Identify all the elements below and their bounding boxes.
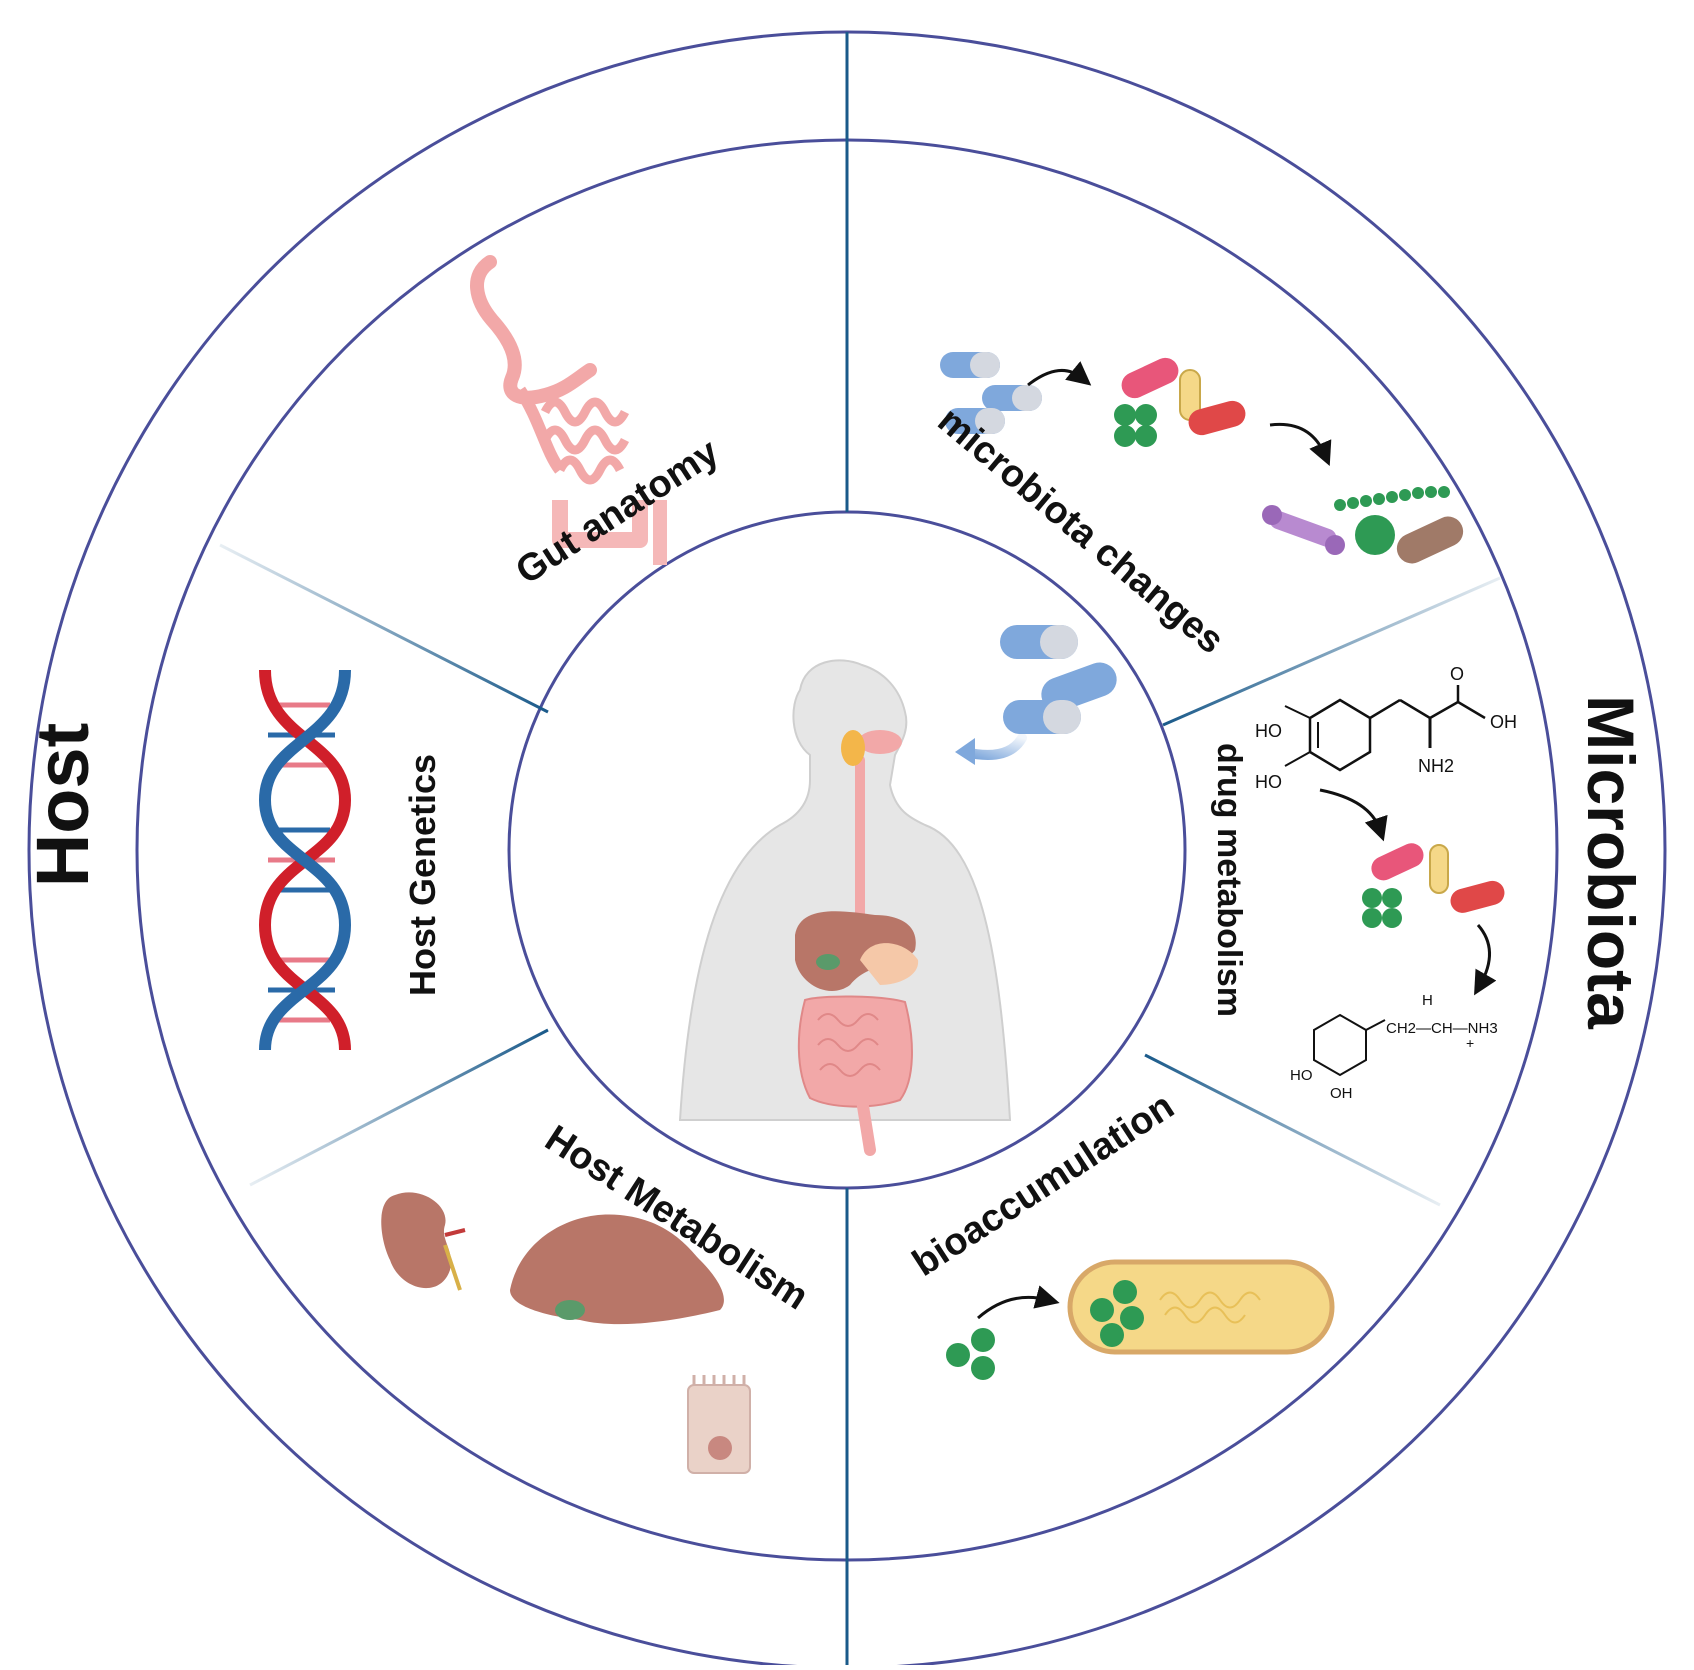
dopamine-oh: OH	[1330, 1085, 1353, 1102]
dna-icon	[258, 669, 352, 1051]
dopamine-ho: HO	[1290, 1067, 1313, 1084]
divider-upper-left	[219, 543, 549, 714]
arrow-icon	[1027, 361, 1092, 387]
bacteria-icon	[1362, 843, 1505, 928]
microbiota-label: Microbiota	[1574, 695, 1648, 1030]
microbiota-changes-label: microbiota changes	[930, 399, 1232, 662]
capsule-icon	[940, 352, 1042, 434]
liver-icon	[510, 1214, 724, 1325]
host-label: Host	[21, 723, 104, 887]
human-body-icon	[678, 659, 1012, 1156]
dopa-ho-top: HO	[1255, 721, 1282, 741]
cell-icon	[687, 1375, 751, 1474]
dopamine-structure: H CH2—CH—NH3 + HO OH	[1290, 992, 1498, 1102]
arrow-icon	[1474, 924, 1497, 996]
bacteria-icon	[1262, 486, 1464, 564]
dopa-structure: HO HO O OH NH2	[1255, 664, 1517, 792]
divider-lower-left	[249, 1028, 549, 1187]
dopa-ho-bottom: HO	[1255, 772, 1282, 792]
bacterial-cell-icon	[1067, 1259, 1335, 1355]
kidney-icon	[381, 1192, 466, 1291]
bacteria-icon	[946, 1328, 995, 1380]
arrow-icon	[1319, 788, 1388, 842]
drug-metabolism-label: drug metabolism	[1210, 743, 1248, 1017]
capsule-icon	[1000, 625, 1117, 734]
arrow-icon	[955, 738, 975, 765]
divider-upper-right	[1162, 576, 1501, 727]
host-genetics-label: Host Genetics	[402, 754, 443, 996]
bacteria-icon	[1114, 357, 1246, 447]
gut-icon	[470, 255, 667, 565]
arrow-icon	[977, 1285, 1060, 1320]
gut-anatomy-label: Gut anatomy	[509, 431, 727, 593]
dopa-nh2: NH2	[1418, 756, 1454, 776]
arrow-icon	[1269, 422, 1332, 467]
divider-lower-right	[1144, 1053, 1441, 1207]
dopamine-plus: +	[1466, 1035, 1474, 1051]
dopa-o: O	[1450, 664, 1464, 684]
dopamine-h: H	[1422, 992, 1433, 1009]
dopa-oh: OH	[1490, 712, 1517, 732]
dopamine-chain: CH2—CH—NH3	[1386, 1020, 1498, 1037]
